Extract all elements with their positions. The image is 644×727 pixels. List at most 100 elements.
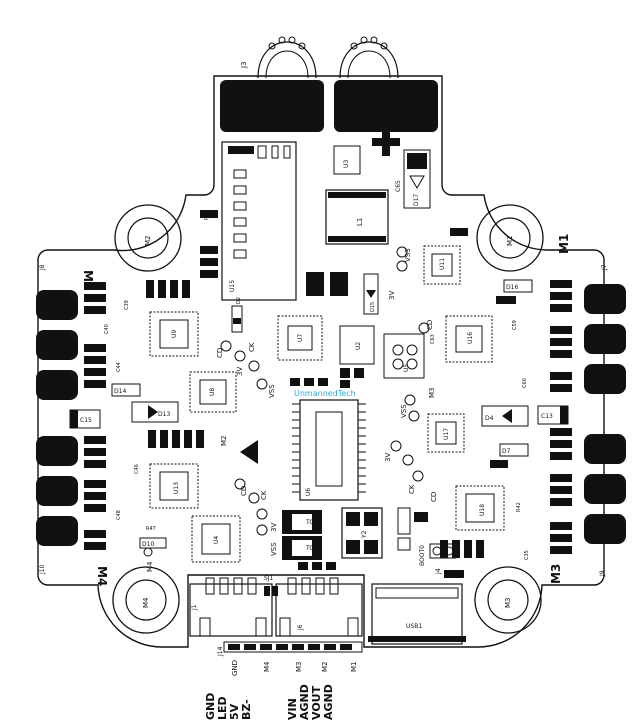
j6-label: J6 — [297, 624, 304, 631]
c60-label: C60 — [522, 378, 528, 388]
pin-label-m3: M3 — [295, 662, 303, 673]
m1-hole-label: M1 — [506, 236, 514, 247]
j7-label: J7 — [601, 264, 608, 271]
u5-label: U5 — [403, 364, 410, 372]
tp-cd-2: CD — [216, 348, 224, 358]
usb-connector: USB1 J4 — [368, 568, 466, 645]
tp-ck-1: CK — [248, 342, 256, 352]
edge-label-5v: 5V — [228, 703, 241, 720]
tp-m4: M4 — [146, 561, 154, 572]
d13-label: D13 — [158, 411, 170, 418]
u13-label: U13 — [173, 482, 180, 494]
u15-label: U15 — [229, 280, 236, 292]
board-outline — [37, 75, 605, 648]
j4-label: J4 — [435, 568, 442, 575]
watermark: UnmannedTech — [294, 389, 356, 398]
tp-cd-1: CD — [426, 320, 434, 330]
r47-label: R47 — [146, 526, 156, 532]
tp-3v-3: 3V — [384, 453, 392, 462]
tp-vss-4: VSS — [270, 542, 278, 556]
j7-pads: J7 — [584, 264, 626, 394]
tp-cd-4: CD — [240, 486, 248, 496]
edge-label-gnd: GND — [204, 693, 217, 720]
j1-label: J1 — [191, 604, 198, 611]
u2-label: U2 — [355, 342, 362, 350]
tp-ck-2: CK — [408, 484, 416, 494]
edge-label-agnd-2: AGND — [322, 684, 335, 720]
m2-hole-label: M2 — [144, 236, 152, 247]
c40-label: C40 — [104, 324, 110, 334]
u11-label: U11 — [439, 258, 446, 270]
c66-label: C66 — [337, 280, 344, 292]
chip-u8: U8 — [189, 371, 237, 413]
motor-label-m4: M4 — [95, 566, 109, 586]
pin-label-m2: M2 — [321, 662, 329, 673]
c46-label: C46 — [134, 464, 140, 474]
chip-u5: U5 — [383, 333, 425, 379]
c48-label: C48 — [116, 510, 122, 520]
mount-hole-m4: M4 — [112, 566, 180, 634]
tp-m2: M2 — [220, 436, 228, 447]
d4-label: D4 — [485, 415, 494, 422]
chip-u16: U16 — [445, 315, 493, 363]
chip-u6: U6 — [292, 399, 366, 501]
edge-label-vin: VIN — [286, 698, 299, 720]
mount-hole-m1: M1 — [476, 204, 544, 272]
chip-u11: U11 — [423, 245, 461, 285]
sj1-jumper: SJ1 — [264, 575, 278, 596]
u16-label: U16 — [467, 332, 474, 344]
c44-label: C44 — [116, 362, 122, 372]
edge-label-vout: VOUT — [310, 685, 323, 720]
j3-label: J3 — [240, 61, 248, 69]
tp-cd-3: CD — [430, 492, 438, 502]
edge-label-bz: BZ- — [240, 699, 253, 720]
tp-3v-4: 3V — [270, 523, 278, 532]
d17-label: D17 — [413, 194, 420, 206]
c15-label: C15 — [80, 417, 92, 424]
tp-vss-2: VSS — [268, 384, 276, 398]
chip-u13: U13 — [149, 463, 199, 509]
chip-u2: U2 — [339, 325, 375, 365]
motor-label-m3: M3 — [549, 564, 563, 584]
chip-u17: U17 — [427, 413, 465, 453]
u6-label: U6 — [305, 488, 312, 496]
tp-boot0: BOOT0 — [419, 545, 426, 566]
motor-label-m1: M1 — [557, 234, 571, 254]
u17-label: U17 — [443, 428, 450, 440]
tp-ck-3: CK — [260, 490, 268, 500]
misc-parts: C15 C13 D13 D4 D14 D7 D10 D16 D15 D2 — [69, 273, 569, 549]
d14-label: D14 — [114, 388, 126, 395]
regulator-area: U3 D17 C65 L1 C4 C66 — [306, 128, 431, 296]
d10-label: D10 — [142, 541, 154, 548]
r14-label: R14 — [204, 210, 210, 220]
j6-connector: J6 — [275, 577, 363, 637]
chip-u7: U7 — [277, 315, 323, 361]
mount-hole-m2: M2 — [114, 204, 182, 272]
test-points: VSS 3V CD CD CK 3V VSS VSS M3 3V CK CD C… — [143, 246, 457, 572]
l1-label: L1 — [356, 218, 364, 226]
j3-connector: J3 — [220, 36, 438, 132]
c39-label: C39 — [124, 300, 130, 310]
usb-label: USB1 — [406, 623, 422, 630]
pin-header: J14 — [217, 641, 363, 657]
u8-label: U8 — [209, 388, 216, 396]
orientation-arrow — [240, 440, 258, 464]
tp-3v-2: 3V — [236, 367, 244, 376]
edge-label-led: LED — [216, 696, 229, 720]
pin-label-gnd: GND — [231, 660, 239, 676]
edge-label-agnd-1: AGND — [298, 684, 311, 720]
j10-pads: J10 — [36, 436, 78, 575]
j10-label: J10 — [39, 564, 46, 575]
sj1-label: SJ1 — [264, 575, 274, 582]
j14-label: J14 — [217, 646, 224, 657]
u15-module: U15 — [221, 141, 297, 301]
u3-label: U3 — [343, 160, 350, 168]
c13-label: C13 — [541, 413, 553, 420]
tc-crystal-area: TC2 TC1 Y2 — [282, 507, 383, 560]
j8-label: J8 — [39, 264, 46, 271]
tc1-label: TC1 — [305, 545, 318, 552]
tp-m3: M3 — [428, 388, 436, 399]
c59-label: C59 — [512, 320, 518, 330]
d7-label: D7 — [502, 448, 511, 455]
